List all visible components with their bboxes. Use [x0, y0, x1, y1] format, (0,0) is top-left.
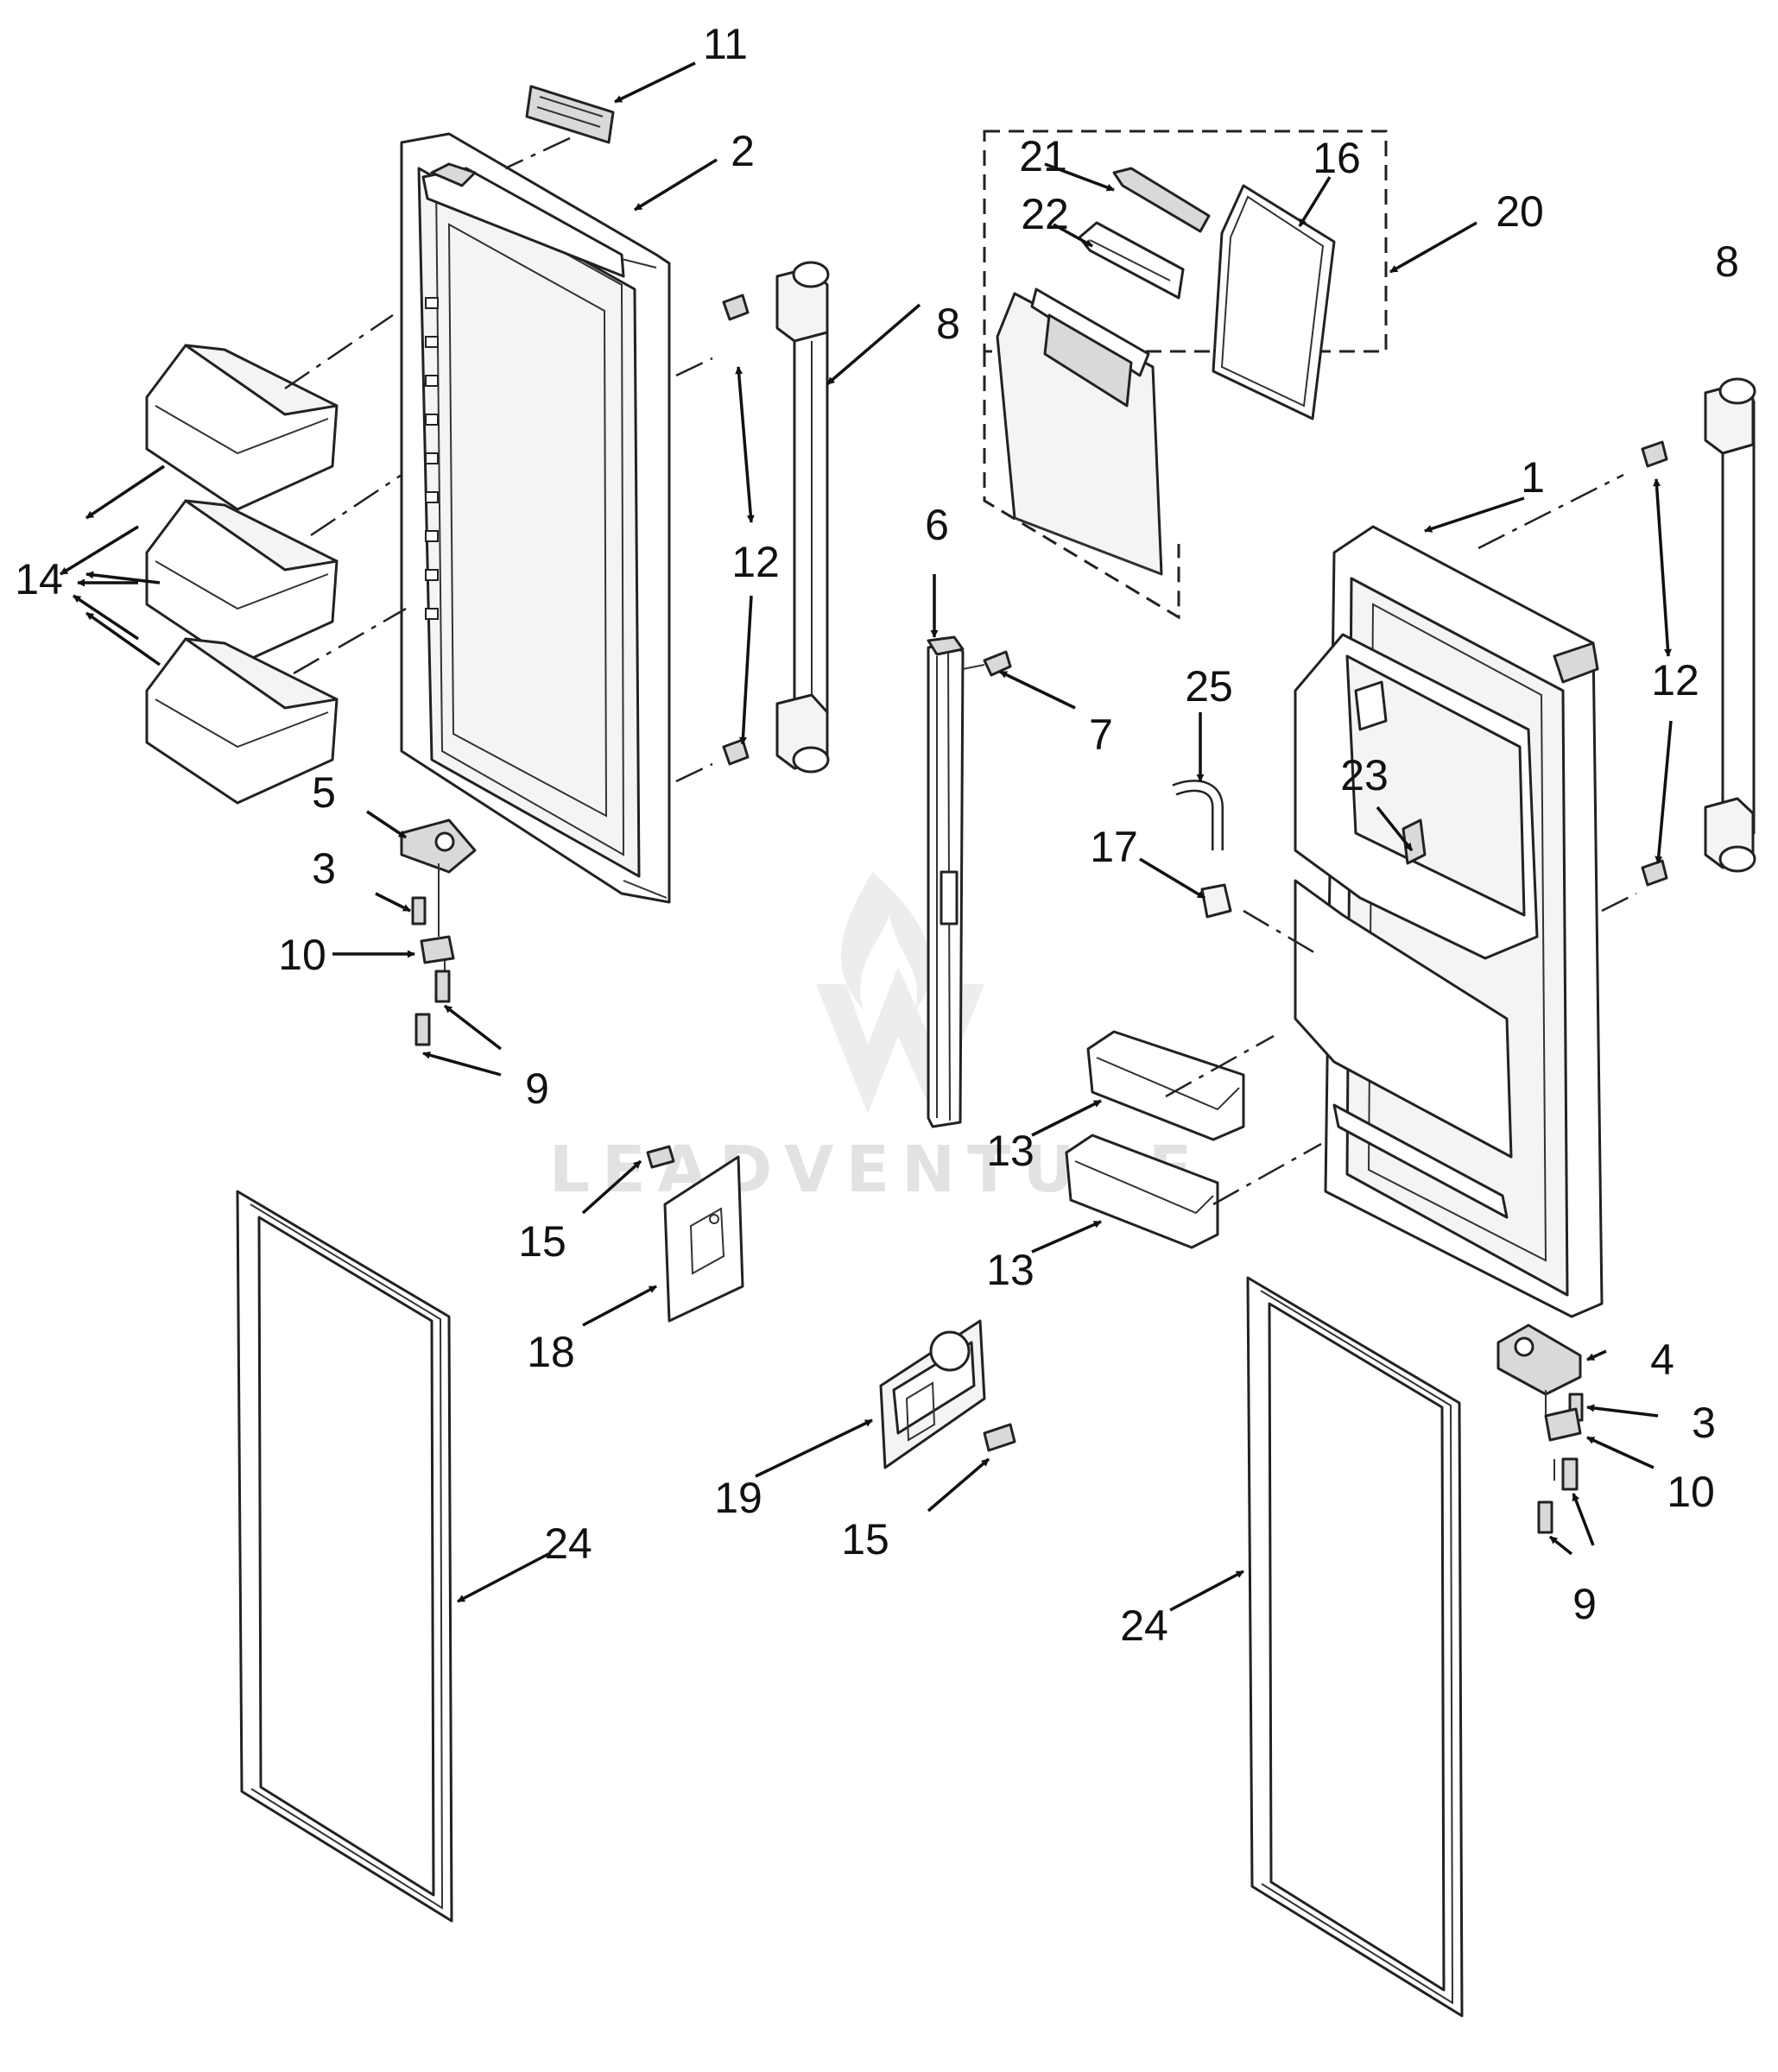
callout-10-right: 10	[1667, 1468, 1715, 1516]
callout-1: 1	[1521, 453, 1545, 502]
callout-12-right: 12	[1651, 656, 1699, 704]
fitting-17	[1200, 883, 1232, 919]
callout-18: 18	[527, 1328, 575, 1376]
shim-right	[1544, 1407, 1582, 1442]
dispenser-gasket-16	[1212, 184, 1336, 420]
callout-12-left: 12	[731, 538, 780, 586]
screw-15-upper	[646, 1145, 675, 1169]
hinge-screws-left	[411, 896, 451, 1046]
callout-23: 23	[1340, 751, 1389, 799]
door-cap-6	[927, 635, 965, 1128]
callout-20: 20	[1496, 187, 1544, 236]
callout-6: 6	[925, 501, 949, 549]
screw-15-lower	[983, 1423, 1016, 1452]
callout-9-left: 9	[525, 1064, 549, 1113]
callout-15-upper: 15	[518, 1217, 566, 1266]
dispenser-seal-22	[1078, 221, 1185, 300]
callout-3-right: 3	[1692, 1399, 1716, 1447]
callout-3-left: 3	[312, 844, 336, 893]
right-door-liner	[1294, 525, 1604, 1318]
callout-15-lower: 15	[841, 1515, 889, 1563]
shim-left	[420, 935, 455, 964]
dispenser-seal-21	[1112, 167, 1211, 233]
callout-13-upper: 13	[986, 1127, 1035, 1175]
callout-17: 17	[1090, 823, 1138, 871]
callout-8-right: 8	[1715, 237, 1739, 286]
callout-13-lower: 13	[986, 1246, 1035, 1294]
callout-11: 11	[703, 20, 748, 68]
door-label-part	[525, 85, 615, 144]
callout-2: 2	[731, 127, 755, 175]
dispenser-cover	[996, 287, 1163, 576]
cover-18	[663, 1155, 744, 1323]
hinge-left	[400, 818, 477, 874]
screw-7	[983, 650, 1012, 677]
door-handle-right	[1704, 377, 1756, 873]
callout-24-right: 24	[1120, 1601, 1168, 1650]
door-bins-left	[145, 344, 339, 805]
callout-22: 22	[1021, 190, 1069, 238]
left-door-liner	[400, 132, 671, 904]
callout-4: 4	[1650, 1336, 1674, 1384]
callout-21: 21	[1019, 132, 1067, 180]
door-bins-right	[1065, 1030, 1245, 1249]
callout-10-left: 10	[278, 931, 326, 979]
callout-16: 16	[1313, 134, 1361, 182]
leader-lines	[60, 61, 1673, 1612]
callout-14: 14	[15, 555, 63, 603]
hinge-right	[1496, 1323, 1582, 1396]
callout-9-right: 9	[1572, 1580, 1597, 1628]
control-board-19	[879, 1319, 986, 1469]
door-gasket-right	[1246, 1276, 1464, 2018]
callout-labels: 11 2 8 12 14 5 3 10 9 21 22 16 20 8 1 6 …	[15, 20, 1739, 1650]
handle-screws-right	[1641, 440, 1668, 887]
callout-5: 5	[312, 768, 336, 817]
handle-screws-left	[722, 294, 750, 766]
water-tube-25	[1172, 780, 1224, 850]
callout-25: 25	[1185, 662, 1233, 711]
door-gasket-left	[236, 1190, 453, 1923]
door-handle-left	[775, 261, 830, 774]
callout-24-left: 24	[544, 1519, 592, 1568]
callout-19: 19	[714, 1474, 762, 1522]
callout-7: 7	[1089, 711, 1113, 759]
callout-8-left: 8	[936, 300, 960, 348]
